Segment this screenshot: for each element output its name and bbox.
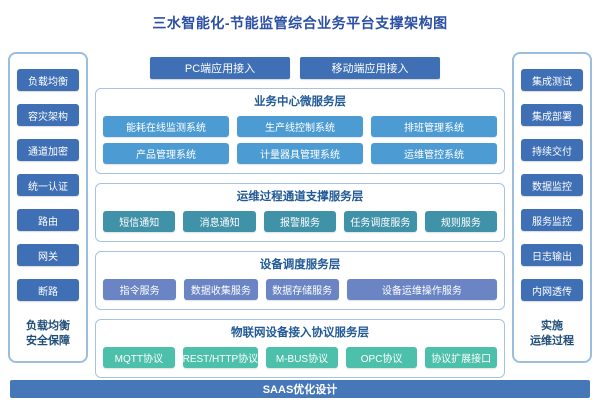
- caption-line: 安全保障: [26, 335, 70, 347]
- devops-node: 服务监控: [521, 209, 583, 231]
- service-node: 数据存储服务: [265, 279, 339, 300]
- caption-line: 实施: [541, 320, 563, 332]
- service-node: 指令服务: [103, 279, 177, 300]
- security-node: 统一认证: [17, 174, 79, 196]
- service-node: 规则服务: [424, 211, 498, 232]
- section-title: 运维过程通道支撑服务层: [236, 191, 364, 203]
- security-node: 路由: [17, 209, 79, 231]
- mobile-access-node: 移动端应用接入: [300, 57, 440, 79]
- security-node: 容灾架构: [17, 104, 79, 126]
- service-node: REST/HTTP协议: [182, 347, 259, 368]
- service-node: 能耗在线监测系统: [103, 116, 229, 137]
- service-node: 报警服务: [263, 211, 337, 232]
- devops-node-list: 集成测试集成部署持续交付数据监控服务监控日志输出内网透传: [521, 69, 583, 314]
- section-4: 物联网设备接入协议服务层 MQTT协议 REST/HTTP协议 M-BUS协议 OPC协…: [95, 319, 505, 378]
- caption-line: 运维过程: [530, 335, 574, 347]
- service-node: M-BUS协议: [266, 347, 338, 368]
- service-node: 产品管理系统: [103, 143, 229, 164]
- service-node: OPC协议: [345, 347, 418, 368]
- diagram-title: 三水智能化-节能监管综合业务平台支撑架构图: [152, 15, 448, 31]
- devops-node: 数据监控: [521, 174, 583, 196]
- devops-panel-caption: 实施 运维过程: [530, 319, 574, 349]
- pc-access-node: PC端应用接入: [150, 57, 290, 79]
- devops-node: 集成测试: [521, 69, 583, 91]
- service-node: 运维管控系统: [371, 143, 497, 164]
- security-node-list: 负载均衡容灾架构通道加密统一认证路由网关断路: [17, 69, 79, 314]
- devops-node: 日志输出: [521, 244, 583, 266]
- service-node: MQTT协议: [103, 347, 175, 368]
- service-node: 任务调度服务: [344, 211, 417, 232]
- caption-line: 负载均衡: [26, 320, 70, 332]
- saas-bottom-bar: SAAS优化设计: [10, 380, 590, 398]
- section-1: 业务中心微服务层能耗在线监测系统生产线控制系统排班管理系统产品管理系统计量器具管…: [95, 88, 505, 174]
- service-node: 短信通知: [103, 211, 176, 232]
- service-row: 产品管理系统计量器具管理系统运维管控系统: [103, 143, 497, 164]
- section-title: 物联网设备接入协议服务层: [231, 327, 369, 339]
- security-node: 负载均衡: [17, 69, 79, 91]
- section-title: 设备调度服务层: [259, 259, 341, 271]
- service-node: 排班管理系统: [371, 116, 497, 137]
- devops-node: 内网透传: [521, 279, 583, 301]
- devops-node: 集成部署: [521, 104, 583, 126]
- security-panel: 负载均衡容灾架构通道加密统一认证路由网关断路 负载均衡 安全保障: [8, 52, 88, 363]
- section-2: 运维过程通道支撑服务层短信通知消息通知报警服务任务调度服务规则服务: [95, 183, 505, 242]
- service-node: 计量器具管理系统: [237, 143, 363, 164]
- section-3: 设备调度服务层指令服务数据收集服务数据存储服务设备运维操作服务: [95, 251, 505, 310]
- service-node: 设备运维操作服务: [346, 279, 497, 300]
- main-sections: 业务中心微服务层能耗在线监测系统生产线控制系统排班管理系统产品管理系统计量器具管…: [95, 88, 505, 387]
- security-node: 断路: [17, 279, 79, 301]
- service-row: 能耗在线监测系统生产线控制系统排班管理系统: [103, 116, 497, 137]
- service-node: 消息通知: [183, 211, 256, 232]
- devops-panel: 集成测试集成部署持续交付数据监控服务监控日志输出内网透传 实施 运维过程: [512, 52, 592, 363]
- service-node: 生产线控制系统: [237, 116, 363, 137]
- service-row: MQTT协议 REST/HTTP协议 M-BUS协议 OPC协议协议扩展接口: [103, 347, 497, 368]
- service-row: 短信通知消息通知报警服务任务调度服务规则服务: [103, 211, 498, 232]
- service-row: 指令服务数据收集服务数据存储服务设备运维操作服务: [103, 279, 497, 300]
- security-node: 通道加密: [17, 139, 79, 161]
- devops-node: 持续交付: [521, 139, 583, 161]
- application-access-row: PC端应用接入 移动端应用接入: [150, 57, 440, 79]
- security-panel-caption: 负载均衡 安全保障: [26, 319, 70, 349]
- section-title: 业务中心微服务层: [254, 96, 346, 108]
- security-node: 网关: [17, 244, 79, 266]
- service-node: 协议扩展接口: [425, 347, 497, 368]
- service-node: 数据收集服务: [184, 279, 258, 300]
